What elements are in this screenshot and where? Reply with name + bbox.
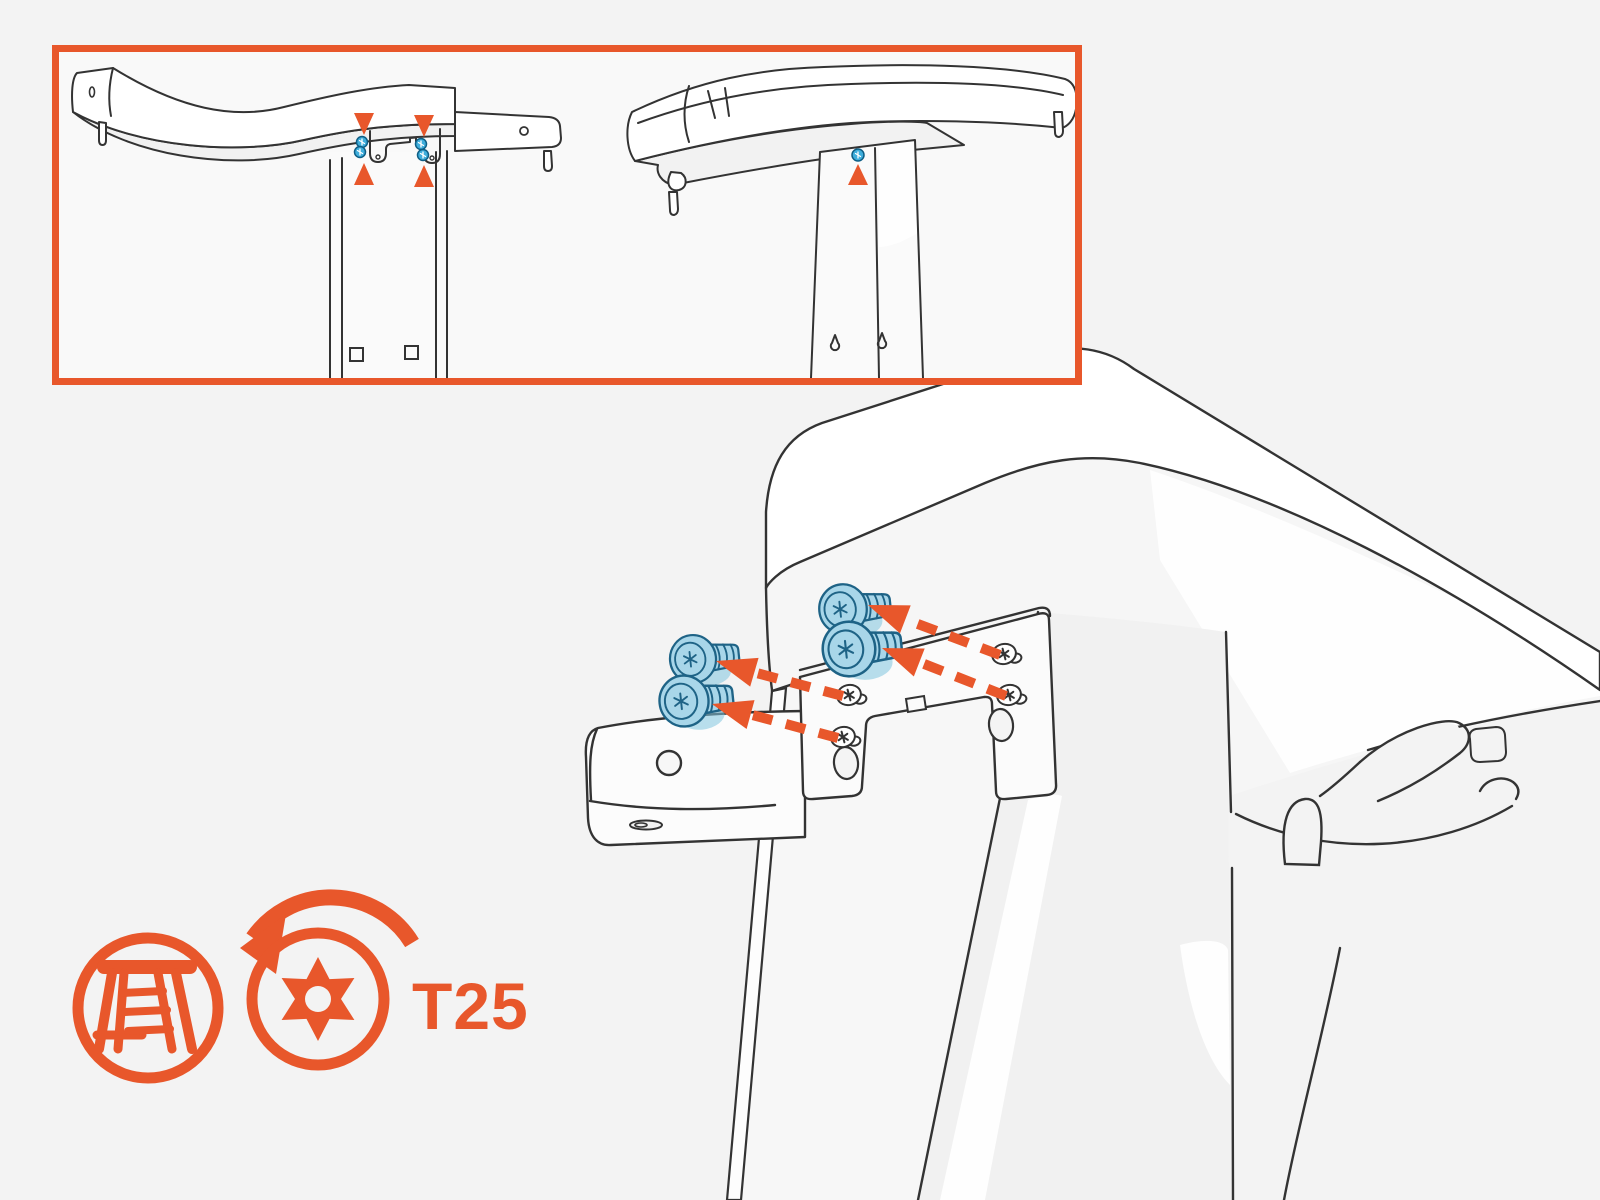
bracket-tab: [904, 694, 928, 714]
keyhole-slot: [829, 332, 888, 352]
arm-hook: [667, 171, 687, 192]
alignment-triangles: [354, 113, 434, 187]
unit-top-slab: [764, 347, 1600, 692]
arm-pin: [543, 150, 553, 172]
arm-pin: [668, 191, 679, 216]
arm-pin: [98, 121, 107, 146]
mount-arm-side-view: [626, 64, 1075, 378]
callout-views: [71, 64, 1075, 378]
underside-highlight: [1150, 470, 1600, 773]
detail-callout-box: [52, 45, 1082, 385]
torx-size-label: T25: [412, 969, 529, 1043]
screw-markers: [353, 135, 430, 162]
hand: [1234, 720, 1520, 1200]
thumb-nail: [1468, 726, 1507, 763]
mount-arm: [584, 709, 807, 847]
removal-arrows: [708, 590, 1008, 743]
bracket-hole: [987, 707, 1015, 743]
fingertip: [1282, 797, 1323, 867]
screw-post: [836, 683, 868, 707]
arm-hole: [655, 749, 683, 777]
arm-pin: [1053, 111, 1064, 138]
ladder-icon: [72, 932, 224, 1084]
rotate-counterclockwise-arrow-icon: [240, 889, 419, 974]
alignment-triangle: [848, 164, 868, 185]
mount-arm-front-view: [71, 67, 562, 378]
torx-t25-bit-icon: [240, 889, 419, 1071]
